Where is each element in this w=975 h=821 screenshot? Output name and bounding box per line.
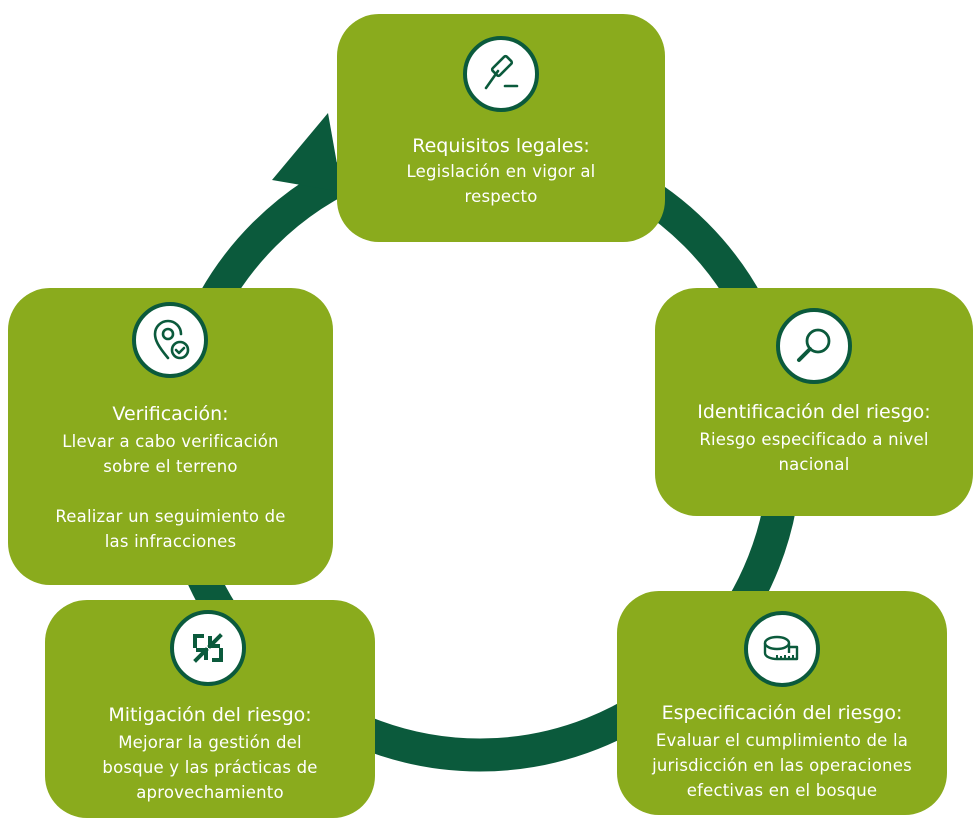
step-title: Identificación del riesgo: xyxy=(697,401,931,423)
step-title: Requisitos legales: xyxy=(412,135,590,157)
step-description: Llevar a cabo verificación sobre el terr… xyxy=(55,432,286,551)
step-description: Evaluar el cumplimiento de la jurisdicci… xyxy=(652,731,912,800)
location-check-icon xyxy=(132,302,208,378)
measuring-tape-icon xyxy=(744,611,820,687)
step-description: Legislación en vigor al respecto xyxy=(406,162,596,206)
step-card-risk-identification: Identificación del riesgo: Riesgo especi… xyxy=(655,288,973,516)
step-card-risk-specification: Especificación del riesgo: Evaluar el cu… xyxy=(617,591,947,815)
magnifier-icon xyxy=(776,308,852,384)
step-description: Riesgo especificado a nivel nacional xyxy=(699,430,929,474)
step-title: Especificación del riesgo: xyxy=(661,702,903,724)
step-title: Verificación: xyxy=(112,403,229,425)
step-card-risk-mitigation: Mitigación del riesgo: Mejorar la gestió… xyxy=(45,600,375,818)
step-card-legal-requirements: Requisitos legales: Legislación en vigor… xyxy=(337,14,665,242)
step-card-verification: Verificación: Llevar a cabo verificación… xyxy=(8,288,333,585)
step-title: Mitigación del riesgo: xyxy=(108,704,312,726)
cycle-arrowhead xyxy=(272,113,342,192)
gavel-icon xyxy=(463,36,539,112)
shrink-arrows-icon xyxy=(170,610,246,686)
step-description: Mejorar la gestión del bosque y las prác… xyxy=(102,733,318,802)
